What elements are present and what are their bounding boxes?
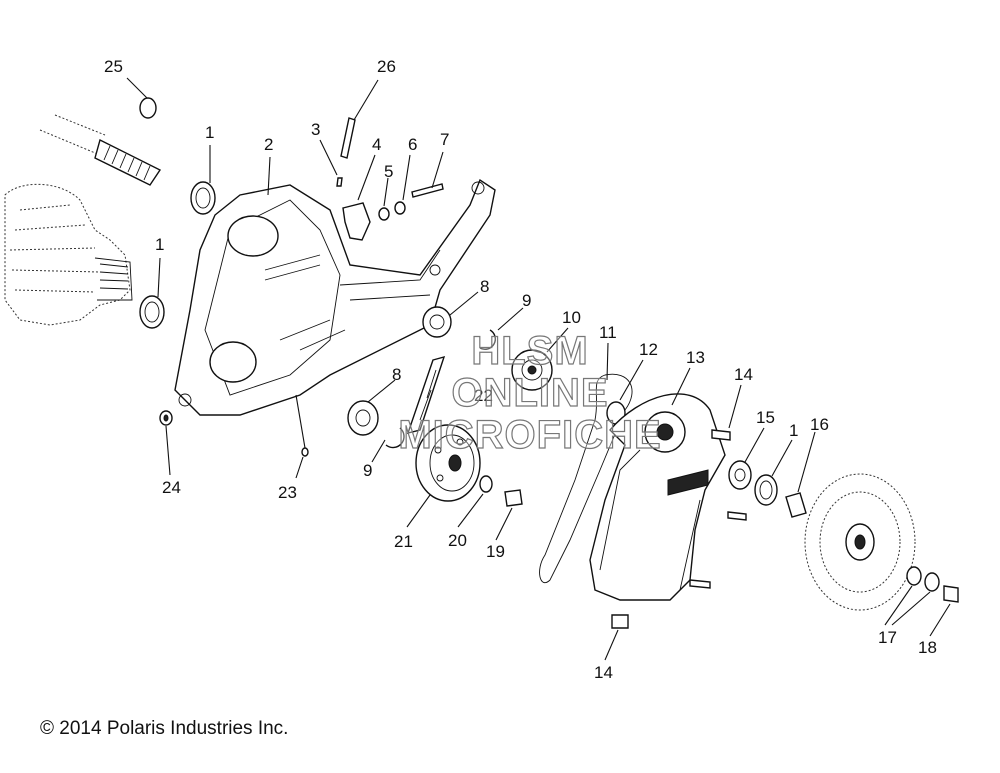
callout-1-left: 1 xyxy=(155,235,164,254)
callout-16: 16 xyxy=(810,415,829,434)
callout-5: 5 xyxy=(384,162,393,181)
brake-disc xyxy=(804,473,916,611)
washer-20 xyxy=(479,475,493,493)
callout-19: 19 xyxy=(486,542,505,561)
bolt-7 xyxy=(411,183,444,198)
callout-11: 11 xyxy=(599,323,617,342)
callout-21: 21 xyxy=(394,532,413,551)
bolt-18 xyxy=(943,585,959,603)
input-shaft xyxy=(39,114,162,186)
callout-9-lower: 9 xyxy=(363,461,372,480)
callout-20: 20 xyxy=(448,531,467,550)
chaincase-housing xyxy=(174,178,496,416)
watermark-line-1: HLSM xyxy=(471,329,589,373)
callout-4: 4 xyxy=(372,135,381,154)
callout-15: 15 xyxy=(756,408,775,427)
callout-13: 13 xyxy=(686,348,705,367)
sprocket-small xyxy=(511,349,553,391)
callout-9-upper: 9 xyxy=(522,291,531,310)
cover-bearing xyxy=(728,460,752,490)
bearing-lower xyxy=(347,400,379,436)
washer-5 xyxy=(378,207,390,221)
callout-18: 18 xyxy=(918,638,937,657)
nut-6 xyxy=(394,201,406,215)
chaincase-cover xyxy=(589,393,726,601)
callout-24: 24 xyxy=(162,478,181,497)
copyright-notice: © 2014 Polaris Industries Inc. xyxy=(40,718,289,739)
callout-12: 12 xyxy=(639,340,658,359)
seal-cover xyxy=(754,474,778,506)
watermark-line-3: MICROFICHE xyxy=(398,413,662,457)
callout-7: 7 xyxy=(440,130,449,149)
dowel-pin xyxy=(301,447,309,457)
seal-upper xyxy=(190,181,216,215)
o-ring-25 xyxy=(139,97,157,119)
callout-25: 25 xyxy=(104,57,123,76)
cover-bolt-lower xyxy=(689,579,711,589)
washer-17a xyxy=(906,566,922,586)
callout-17: 17 xyxy=(878,628,897,647)
callout-14-bottom: 14 xyxy=(594,663,613,682)
spacer xyxy=(785,492,807,518)
bolt-19 xyxy=(504,489,523,507)
cover-bolt-right xyxy=(727,511,747,521)
gearbox-assembly-dotted xyxy=(4,183,133,326)
callout-1-top: 1 xyxy=(205,123,214,142)
drain-plug xyxy=(159,410,173,426)
callout-8-upper: 8 xyxy=(480,277,489,296)
callout-2: 2 xyxy=(264,135,273,154)
bearing-upper xyxy=(422,306,452,338)
callout-14-top: 14 xyxy=(734,365,753,384)
snap-ring-upper xyxy=(479,329,496,350)
pin-3 xyxy=(336,177,343,187)
seal-lower xyxy=(139,295,165,329)
callout-23: 23 xyxy=(278,483,297,502)
sprocket-large xyxy=(415,424,481,502)
leader-lines xyxy=(126,77,951,661)
watermark: HLSM ONLINE MICROFICHE xyxy=(380,329,680,457)
pin-26 xyxy=(340,117,356,159)
cover-gasket xyxy=(539,373,633,583)
callout-10: 10 xyxy=(562,308,581,327)
callout-6: 6 xyxy=(408,135,417,154)
snap-ring-lower xyxy=(385,427,405,449)
tensioner-block xyxy=(342,202,371,241)
drive-chain xyxy=(406,355,446,434)
cover-bolt-top xyxy=(711,429,731,441)
callout-22: 22 xyxy=(474,386,493,405)
callout-3: 3 xyxy=(311,120,320,139)
watermark-line-2: ONLINE xyxy=(451,371,609,415)
callout-26: 26 xyxy=(377,57,396,76)
callout-labels: 25 1 1 2 3 26 4 5 6 7 8 9 10 11 12 13 14… xyxy=(104,57,937,682)
callout-8-lower: 8 xyxy=(392,365,401,384)
callout-1-cover: 1 xyxy=(789,421,798,440)
washer-17b xyxy=(924,572,940,592)
cover-bolt-bottom xyxy=(611,614,629,629)
